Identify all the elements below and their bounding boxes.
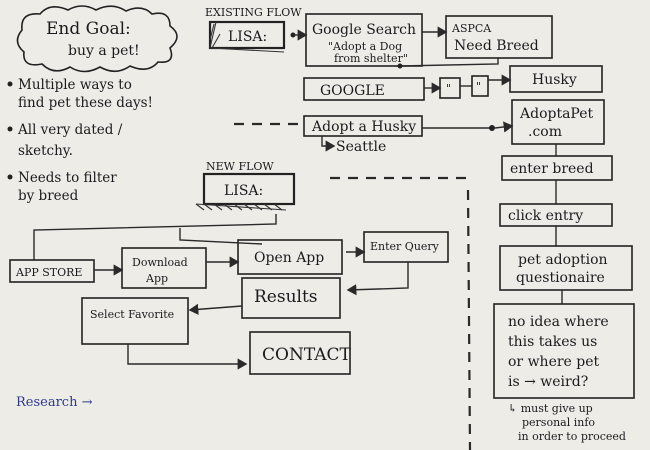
results-label: Results xyxy=(254,287,318,307)
adoptapet-label-1: AdoptaPet xyxy=(519,106,594,122)
bullet-3-line-1: Needs to filter xyxy=(18,170,117,186)
download-label-1: Download xyxy=(132,256,188,269)
bullet-dot xyxy=(7,174,13,180)
must-give-line-2: personal info xyxy=(522,416,595,429)
must-give-line-3: in order to proceed xyxy=(518,430,626,443)
google-search-title: Google Search xyxy=(312,22,416,38)
bullet-1-line-2: find pet these days! xyxy=(18,95,153,111)
app-store-box: APP STORE xyxy=(9,259,95,283)
bullet-2-line-1: All very dated / xyxy=(17,122,123,138)
research-note: Research → xyxy=(16,395,93,410)
end-goal-title: End Goal: xyxy=(46,19,131,39)
download-label-2: App xyxy=(145,272,168,285)
google-search-query-2: from shelter" xyxy=(334,52,408,65)
click-entry-box: click entry xyxy=(499,203,613,227)
bullet-list: Multiple ways to find pet these days! Al… xyxy=(7,77,153,204)
click-entry-label: click entry xyxy=(508,208,583,224)
results-box: Results xyxy=(241,277,341,319)
download-app-box: Download App xyxy=(121,247,207,289)
open-app-box: Open App xyxy=(237,239,343,275)
google-box: GOOGLE xyxy=(303,77,425,101)
google-quote-box-2 xyxy=(471,75,489,97)
existing-flow-label: EXISTING FLOW xyxy=(205,6,302,19)
enter-breed-label: enter breed xyxy=(510,161,594,177)
adopt-husky-box: Adopt a Husky Seattle xyxy=(303,115,423,155)
end-goal-cloud xyxy=(16,5,178,73)
aspca-box: ASPCA Need Breed xyxy=(445,15,553,59)
select-favorite-label: Select Favorite xyxy=(90,308,174,321)
bullet-dot xyxy=(7,126,13,132)
google-search-query-1: "Adopt a Dog xyxy=(328,40,402,53)
open-app-label: Open App xyxy=(254,250,324,266)
app-store-label: APP STORE xyxy=(15,266,82,279)
aspca-label: ASPCA xyxy=(451,22,492,35)
adoptapet-box: AdoptaPet .com xyxy=(511,99,605,145)
no-idea-line-2: this takes us xyxy=(508,334,597,350)
new-flow-label: NEW FLOW xyxy=(206,160,274,173)
connector-dot xyxy=(397,63,403,69)
new-lisa-label: LISA: xyxy=(224,183,263,199)
flow-divider-vertical xyxy=(466,189,472,450)
existing-lisa-box: LISA: xyxy=(208,20,286,53)
bullet-dot xyxy=(7,81,13,87)
adopt-husky-label: Adopt a Husky xyxy=(311,119,416,135)
no-idea-line-4: is → weird? xyxy=(508,374,588,390)
google-quote-2: " xyxy=(476,80,481,93)
questionnaire-label-1: pet adoption xyxy=(518,252,608,268)
google-label: GOOGLE xyxy=(320,83,385,99)
end-goal-subtitle: buy a pet! xyxy=(68,43,140,59)
connector-dot xyxy=(489,125,495,131)
no-idea-box: no idea where this takes us or where pet… xyxy=(493,303,635,399)
google-quote-1: " xyxy=(446,82,451,95)
bullet-3-line-2: by breed xyxy=(18,188,79,204)
google-search-box: Google Search "Adopt a Dog from shelter" xyxy=(305,13,423,67)
existing-lisa-label: LISA: xyxy=(228,29,267,45)
enter-query-box: Enter Query xyxy=(363,231,449,263)
questionnaire-label-2: questionaire xyxy=(516,270,605,286)
adoptapet-label-2: .com xyxy=(528,124,562,140)
husky-label: Husky xyxy=(532,72,577,88)
google-quote-box-1 xyxy=(439,77,461,99)
questionnaire-box: pet adoption questionaire xyxy=(499,245,633,291)
husky-box: Husky xyxy=(509,65,603,93)
new-lisa-box: LISA: xyxy=(195,172,296,211)
contact-label: CONTACT xyxy=(262,345,352,365)
enter-query-label: Enter Query xyxy=(370,240,440,253)
no-idea-line-1: no idea where xyxy=(508,314,609,330)
bullet-1-line-1: Multiple ways to xyxy=(18,77,132,93)
select-favorite-box: Select Favorite xyxy=(81,297,189,345)
bullet-2-line-2: sketchy. xyxy=(18,143,73,159)
need-breed-label: Need Breed xyxy=(454,38,539,54)
enter-breed-box: enter breed xyxy=(501,155,613,181)
no-idea-line-3: or where pet xyxy=(508,354,600,370)
must-give-line-1: ↳ must give up xyxy=(508,402,593,415)
contact-box: CONTACT xyxy=(249,331,352,375)
seattle-label: Seattle xyxy=(336,139,386,155)
